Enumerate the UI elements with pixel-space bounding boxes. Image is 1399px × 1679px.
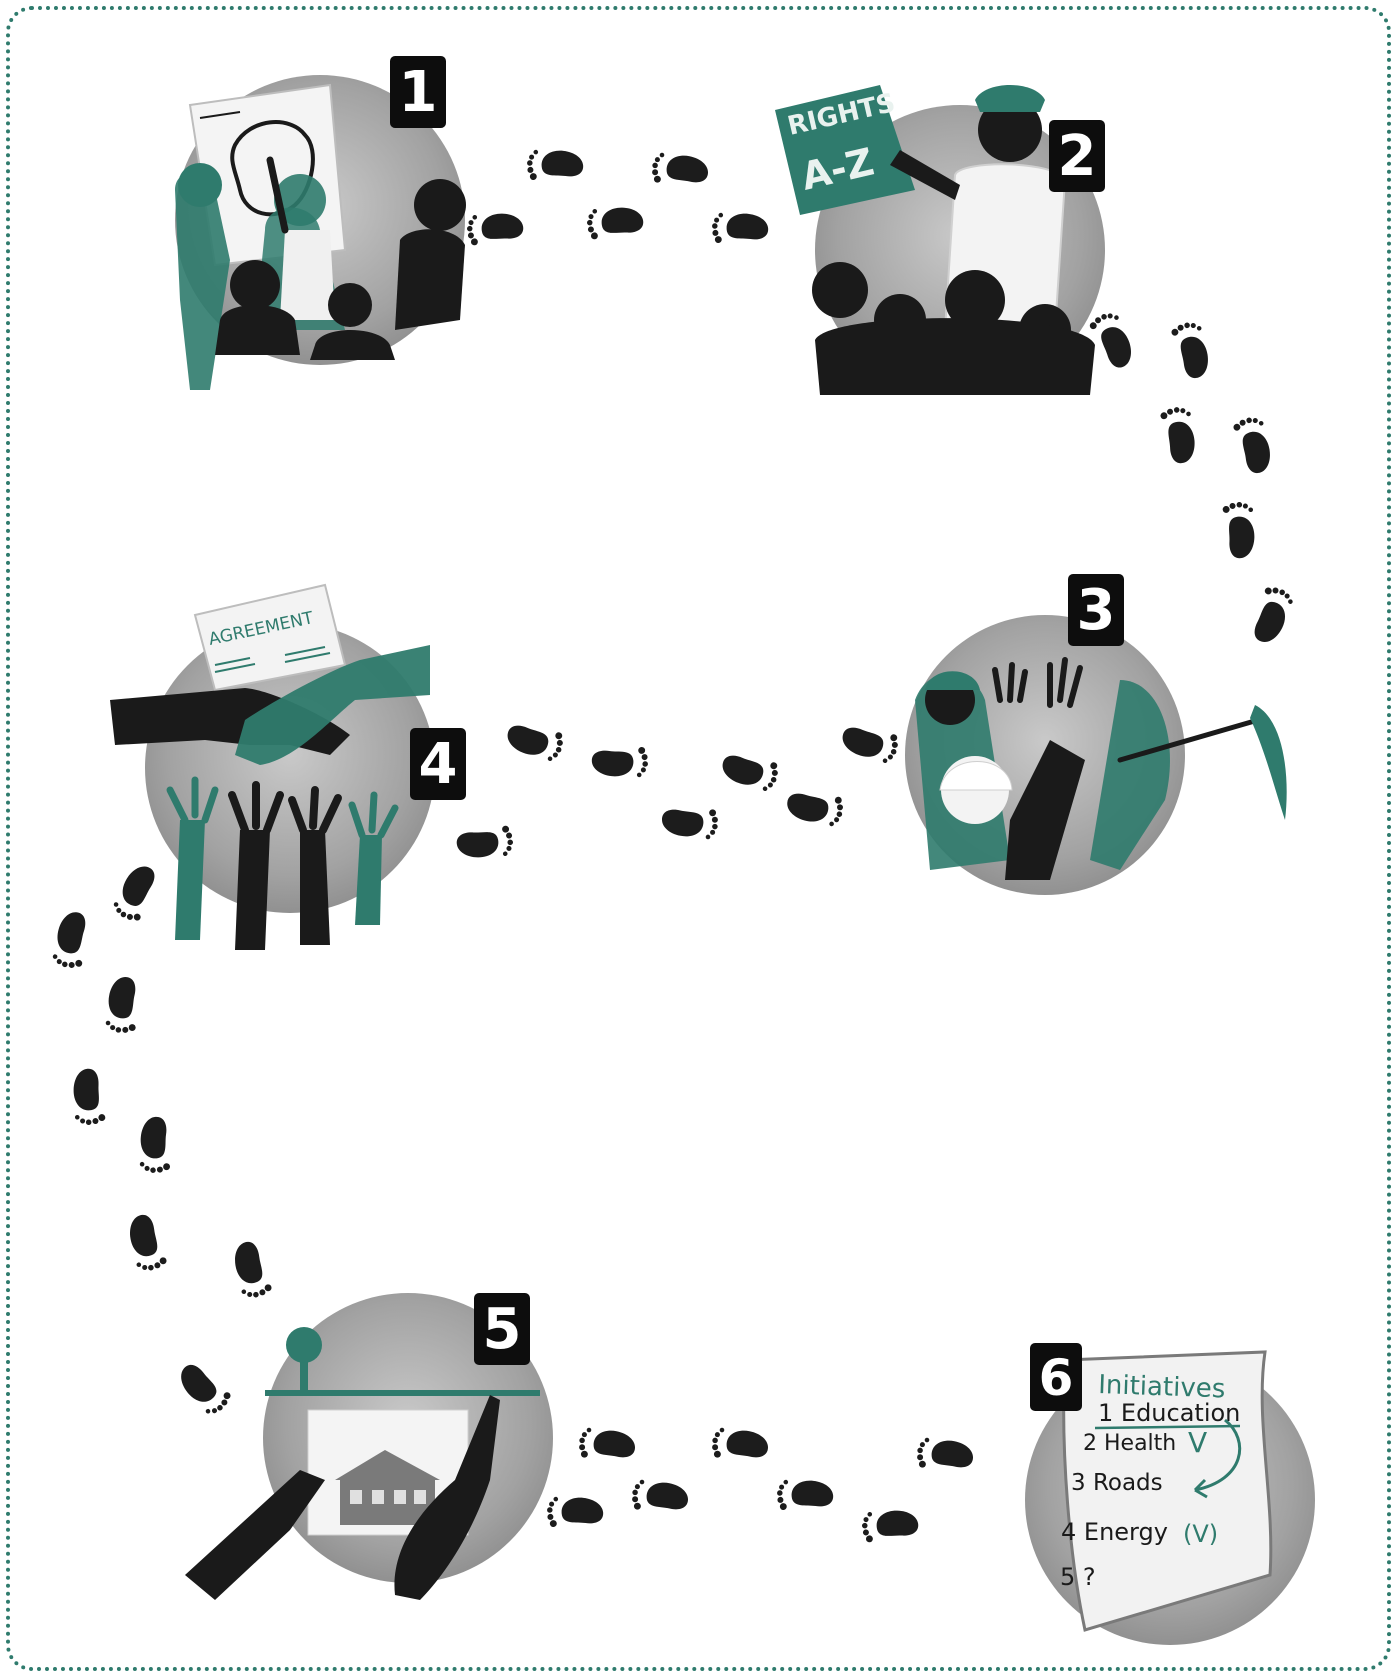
footprint-icon [579, 1428, 635, 1458]
footprint-icon [106, 977, 136, 1033]
footprint-icon [860, 1504, 920, 1543]
footprint-icon [504, 724, 564, 763]
footprint-icon [652, 153, 708, 183]
initiatives-item-1: 1 Education [1098, 1399, 1240, 1427]
initiatives-item-5: 5 ? [1060, 1563, 1096, 1591]
footprint-icon [546, 1493, 604, 1528]
initiatives-check-health: V [1188, 1426, 1207, 1459]
footprint-icon [171, 1361, 233, 1420]
footprint-icon [226, 1239, 273, 1302]
step-6-badge: 6 [1030, 1343, 1082, 1411]
step-3-badge: 3 [1068, 574, 1124, 646]
footprint-icon [776, 1476, 834, 1511]
initiatives-check-energy: (V) [1183, 1520, 1218, 1548]
footprint-icon [839, 726, 899, 765]
footprint-icon [712, 1428, 768, 1458]
footprint-icon [632, 1480, 688, 1510]
footprint-icon [1232, 413, 1279, 476]
initiatives-item-3: 3 Roads [1071, 1470, 1163, 1496]
step-4-illustration: AGREEMENT [110, 585, 435, 950]
footprint-icon [1252, 585, 1295, 647]
footprint-trail-5-6 [546, 1428, 973, 1543]
footprint-icon [465, 207, 525, 246]
footprint-icon [786, 792, 844, 827]
footprint-icon [1170, 318, 1217, 381]
step-5-badge: 5 [474, 1293, 530, 1365]
footprint-trail-1-2 [465, 146, 769, 246]
step-1-badge: 1 [390, 56, 446, 128]
footprint-icon [136, 1116, 171, 1174]
step-4-badge: 4 [410, 728, 466, 800]
initiatives-item-2: 2 Health [1083, 1431, 1176, 1456]
step-3-illustration [905, 615, 1287, 895]
footprint-icon [585, 201, 645, 240]
footprint-icon [1222, 500, 1261, 560]
footprint-icon [67, 1067, 106, 1127]
footprint-icon [719, 754, 779, 793]
footprint-icon [917, 1438, 973, 1468]
footprint-icon [1159, 404, 1202, 466]
footprint-icon [52, 911, 87, 969]
step-2-badge: 2 [1049, 120, 1105, 192]
footprint-icon [121, 1212, 168, 1275]
footprint-icon [711, 209, 769, 244]
footprint-icon [591, 747, 649, 782]
footprint-trail-3-4 [455, 724, 899, 864]
footprint-icon [1088, 308, 1142, 371]
footprint-icon [662, 809, 718, 839]
footprint-icon [526, 146, 584, 181]
initiatives-item-4: 4 Energy [1061, 1518, 1168, 1546]
footprint-icon [111, 860, 158, 923]
footprint-icon [455, 825, 515, 864]
